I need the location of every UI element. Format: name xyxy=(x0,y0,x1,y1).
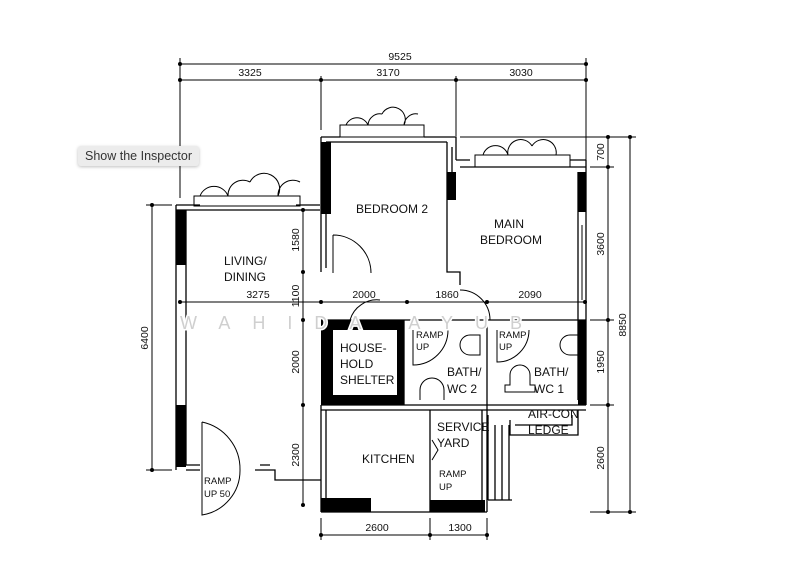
bath1-label-2: WC 1 xyxy=(534,382,564,396)
dim-top-2: 3170 xyxy=(376,67,400,79)
dim-inner-2: 1100 xyxy=(290,285,302,308)
ramp-bath1-1: RAMP xyxy=(499,330,526,341)
dim-top-1: 3325 xyxy=(238,67,262,79)
windows xyxy=(193,106,583,300)
dim-bottom-1: 2600 xyxy=(365,522,389,534)
ramp-entry-1: RAMP xyxy=(204,476,231,487)
room-labels: LIVING/ DINING BEDROOM 2 MAIN BEDROOM HO… xyxy=(204,202,579,500)
main-bedroom-label-2: BEDROOM xyxy=(480,233,542,247)
ramp-bath2-1: RAMP xyxy=(416,330,443,341)
dim-inner-4: 2300 xyxy=(290,443,302,467)
dimension-ticks xyxy=(150,62,632,537)
bath2-label-2: WC 2 xyxy=(447,382,477,396)
ramp-bath2-2: UP xyxy=(416,342,429,353)
living-label-2: DINING xyxy=(224,270,266,284)
watermark: WAHIDA AYUB xyxy=(180,313,544,333)
dim-mid-1: 3275 xyxy=(246,289,270,301)
dim-right-3: 1950 xyxy=(595,350,607,374)
dim-inner-3: 2000 xyxy=(290,350,302,374)
dim-bottom-2: 1300 xyxy=(448,522,472,534)
shelter-label-3: SHELTER xyxy=(340,373,395,387)
shelter-label-2: HOLD xyxy=(340,357,374,371)
service-yard-label-1: SERVICE xyxy=(437,420,489,434)
dim-right-2: 3600 xyxy=(595,232,607,256)
kitchen-label: KITCHEN xyxy=(362,452,415,466)
ramp-bath1-2: UP xyxy=(499,342,512,353)
dim-right-1: 700 xyxy=(595,143,607,161)
bedroom2-label: BEDROOM 2 xyxy=(356,202,428,216)
dim-mid-2: 2000 xyxy=(352,289,376,301)
dim-mid-4: 2090 xyxy=(518,289,542,301)
dim-right-total: 8850 xyxy=(617,313,629,337)
bath1-label-1: BATH/ xyxy=(534,365,569,379)
dim-mid-3: 1860 xyxy=(435,289,459,301)
show-inspector-tooltip: Show the Inspector xyxy=(78,146,200,166)
dimension-labels: 9525 3325 3170 3030 3275 2000 1860 2090 … xyxy=(139,51,629,534)
dim-left-total: 6400 xyxy=(139,326,151,350)
ramp-yard-1: RAMP xyxy=(439,469,466,480)
shelter-label-1: HOUSE- xyxy=(340,341,387,355)
dim-top-3: 3030 xyxy=(509,67,533,79)
living-label-1: LIVING/ xyxy=(224,254,267,268)
toilets xyxy=(419,334,578,400)
bath2-label-1: BATH/ xyxy=(447,365,482,379)
structural-walls xyxy=(176,142,586,512)
dim-inner-1: 1580 xyxy=(290,228,302,252)
dim-total-width: 9525 xyxy=(388,51,412,63)
dim-right-4: 2600 xyxy=(595,446,607,470)
doors xyxy=(201,234,530,516)
aircon-label-1: AIR-CON xyxy=(528,407,579,421)
main-bedroom-label-1: MAIN xyxy=(494,217,524,231)
ramp-entry-2: UP 50 xyxy=(204,489,230,500)
service-yard-label-2: YARD xyxy=(437,436,470,450)
dimension-lines xyxy=(146,58,636,540)
ramp-yard-2: UP xyxy=(439,482,452,493)
aircon-label-2: LEDGE xyxy=(528,423,569,437)
